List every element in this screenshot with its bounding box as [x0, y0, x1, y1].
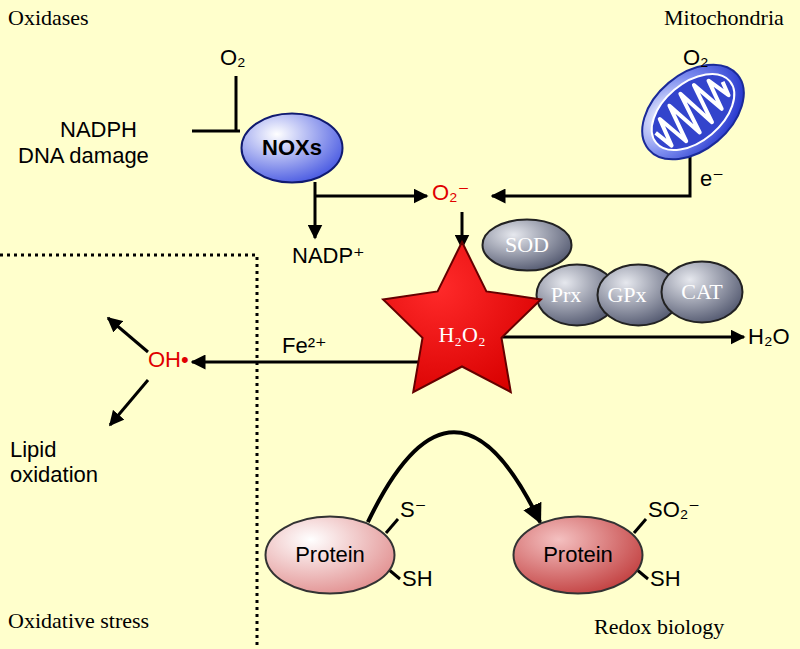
- molecule-label: O₂: [683, 45, 709, 70]
- molecule-label: H₂O: [748, 324, 790, 349]
- oxidase-ellipse: NOXs: [240, 112, 344, 184]
- damage-arrow: [108, 318, 148, 352]
- thiol-tick: [634, 519, 646, 533]
- section-title: Oxidases: [8, 5, 89, 30]
- region-label: Redox biology: [594, 614, 724, 639]
- enzyme-ellipse: SOD: [481, 218, 573, 272]
- effect-label: Lipid oxidation: [10, 437, 120, 488]
- molecule-label: O₂: [220, 45, 246, 70]
- region-label: Oxidative stress: [8, 608, 149, 633]
- node-text: NOXs: [262, 136, 322, 160]
- thiol-label: S⁻: [400, 497, 426, 522]
- water-arrow: [500, 336, 744, 339]
- thiol-label: SH: [650, 566, 681, 591]
- nadp-arrow: [314, 182, 317, 238]
- section-title: Mitochondria: [664, 5, 784, 30]
- node-text: Protein: [295, 543, 365, 567]
- region-divider: [0, 255, 257, 649]
- mitochondrion: [624, 46, 762, 179]
- hydrogen-peroxide-star: H₂O₂: [377, 240, 547, 410]
- fenton-arrow: [192, 361, 430, 364]
- ion-label: Fe²⁺: [282, 333, 327, 358]
- node-text: H₂O₂: [438, 323, 485, 347]
- nadph-wire: [192, 130, 240, 133]
- enzyme-ellipse: CAT: [660, 260, 744, 324]
- electron-label: e⁻: [700, 166, 724, 191]
- protein-ellipse: Protein: [512, 515, 644, 595]
- thiol-tick: [386, 519, 398, 533]
- molecule-label: NADP⁺: [292, 243, 365, 268]
- node-text: CAT: [681, 280, 723, 304]
- node-text: Protein: [543, 543, 613, 567]
- o2-wire: [235, 76, 238, 131]
- oxidation-arrow: [368, 432, 540, 522]
- node-text: GPx: [607, 283, 646, 307]
- damage-arrow: [110, 380, 148, 425]
- node-text: Prx: [551, 283, 582, 307]
- superoxide-arrow: [315, 195, 427, 198]
- effect-label: DNA damage: [18, 143, 149, 168]
- molecule-label: NADPH: [60, 117, 137, 142]
- thiol-label: SO₂⁻: [648, 497, 700, 522]
- protein-ellipse: Protein: [264, 515, 396, 595]
- radical-label: O₂⁻: [432, 180, 469, 205]
- thiol-label: SH: [402, 566, 433, 591]
- radical-label: OH•: [148, 347, 189, 372]
- node-text: SOD: [505, 233, 549, 257]
